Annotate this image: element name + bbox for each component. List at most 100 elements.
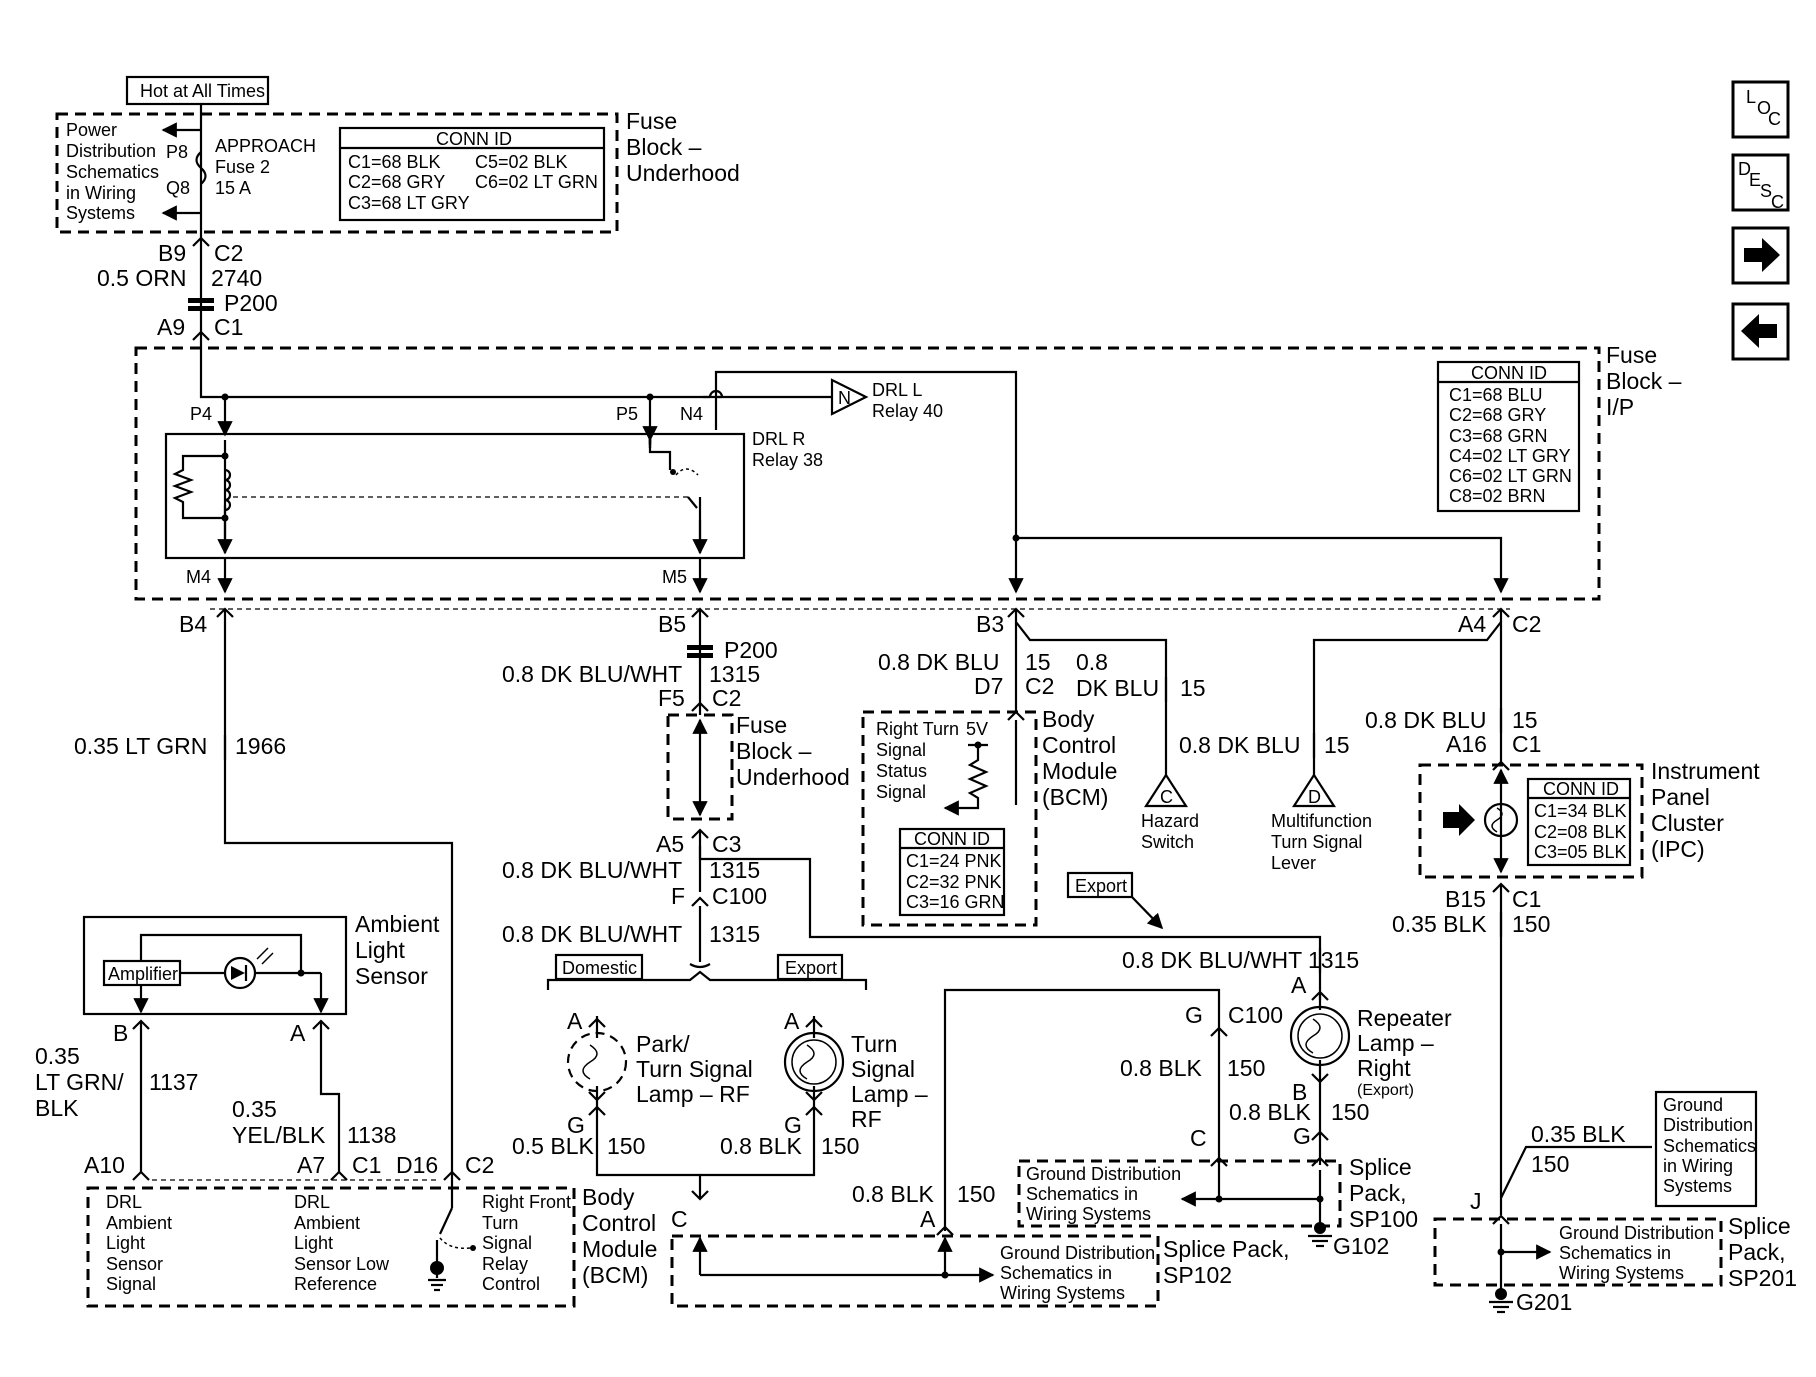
svg-text:C8=02 BRN: C8=02 BRN (1449, 486, 1546, 506)
bcm-bottom: DRL Ambient Light Sensor Signal DRL Ambi… (106, 1184, 657, 1294)
svg-text:0.8 BLK: 0.8 BLK (1229, 1099, 1311, 1125)
svg-text:Light: Light (294, 1233, 333, 1253)
svg-text:C2=68 GRY: C2=68 GRY (1449, 405, 1546, 425)
svg-text:N: N (838, 388, 851, 408)
svg-text:C: C (1190, 1125, 1207, 1151)
svg-text:C2: C2 (465, 1152, 494, 1178)
svg-text:Signal: Signal (876, 740, 926, 760)
svg-text:0.5 ORN: 0.5 ORN (97, 265, 186, 291)
svg-text:in Wiring: in Wiring (1663, 1156, 1733, 1176)
svg-text:in Wiring: in Wiring (66, 183, 136, 203)
svg-text:(Export): (Export) (1357, 1082, 1414, 1099)
svg-text:B5: B5 (658, 611, 686, 637)
svg-text:Ambient: Ambient (355, 911, 440, 937)
bcm-bottom-box (86, 1186, 576, 1308)
svg-text:Systems: Systems (66, 203, 135, 223)
wire-1315-lower: A5 C3 0.8 DK BLU/WHT 1315 F C100 0.8 DK … (502, 828, 1322, 1000)
svg-text:C3=16 GRN: C3=16 GRN (906, 892, 1005, 912)
loc-button[interactable]: L O C (1731, 80, 1790, 139)
svg-text:Instrument: Instrument (1651, 758, 1760, 784)
svg-text:0.8 BLK: 0.8 BLK (852, 1181, 934, 1207)
svg-text:A: A (784, 1008, 800, 1034)
svg-text:B3: B3 (976, 611, 1004, 637)
svg-text:0.8 DK BLU/WHT: 0.8 DK BLU/WHT (502, 857, 682, 883)
svg-text:S: S (1760, 181, 1772, 201)
svg-text:C6=02 LT GRN: C6=02 LT GRN (1449, 466, 1572, 486)
svg-text:G201: G201 (1516, 1289, 1572, 1315)
svg-text:A9: A9 (157, 314, 185, 340)
fuse-block-underhood-label: Fuse Block – Underhood (626, 108, 740, 186)
svg-text:Ground Distribution: Ground Distribution (1559, 1223, 1714, 1243)
export-callout: Export (1066, 871, 1164, 930)
svg-text:150: 150 (1227, 1055, 1265, 1081)
next-page-button[interactable] (1731, 226, 1790, 285)
svg-text:Wiring Systems: Wiring Systems (1559, 1263, 1684, 1283)
svg-text:CONN ID: CONN ID (1543, 779, 1619, 799)
svg-text:Body: Body (582, 1184, 635, 1210)
domestic-label: Domestic (554, 953, 644, 981)
svg-text:Lamp –: Lamp – (851, 1081, 928, 1107)
svg-text:LT GRN/: LT GRN/ (35, 1069, 124, 1095)
svg-text:0.35: 0.35 (35, 1043, 80, 1069)
fuse-block-underhood-2-box (666, 713, 734, 821)
svg-text:C2: C2 (1025, 673, 1054, 699)
svg-text:Right Front: Right Front (482, 1192, 571, 1212)
svg-text:A16: A16 (1446, 731, 1487, 757)
svg-text:Block –: Block – (1606, 368, 1682, 394)
svg-text:2740: 2740 (211, 265, 262, 291)
svg-text:O: O (1757, 98, 1771, 118)
svg-text:Fuse: Fuse (1606, 342, 1657, 368)
svg-text:B: B (1292, 1079, 1307, 1105)
svg-text:Schematics in: Schematics in (1559, 1243, 1671, 1263)
svg-text:1138: 1138 (347, 1122, 396, 1148)
svg-text:DRL R: DRL R (752, 429, 805, 449)
svg-text:Sensor: Sensor (355, 963, 428, 989)
svg-text:Pack,: Pack, (1349, 1180, 1407, 1206)
svg-text:C100: C100 (712, 883, 767, 909)
svg-text:YEL/BLK: YEL/BLK (232, 1122, 326, 1148)
splice-pack-sp102: Ground Distribution Schematics in Wiring… (692, 1236, 1290, 1303)
svg-text:A: A (1291, 972, 1307, 998)
svg-text:Pack,: Pack, (1728, 1239, 1786, 1265)
svg-text:Signal: Signal (482, 1233, 532, 1253)
wire-150-sp102: 0.8 BLK 150 A C (671, 1181, 995, 1236)
svg-text:Signal: Signal (876, 782, 926, 802)
svg-text:150: 150 (607, 1133, 645, 1159)
arrow-left-icon (1741, 314, 1777, 348)
svg-text:DRL L: DRL L (872, 380, 922, 400)
svg-text:Turn: Turn (482, 1213, 518, 1233)
svg-text:C1: C1 (1512, 731, 1541, 757)
svg-text:Turn Signal: Turn Signal (636, 1056, 753, 1082)
conn-id-table-underhood: CONN ID C1=68 BLK C5=02 BLK C2=68 GRY C6… (338, 126, 606, 222)
svg-text:CONN ID: CONN ID (914, 829, 990, 849)
svg-text:Hot at All Times: Hot at All Times (140, 81, 265, 101)
svg-text:RF: RF (851, 1106, 882, 1132)
svg-text:Amplifier: Amplifier (108, 964, 178, 984)
wire-15-to-bcm: B3 0.8 DK BLU 15 0.8 DK BLU 15 D7 C2 (878, 607, 1206, 775)
svg-text:Ground Distribution: Ground Distribution (1026, 1164, 1181, 1184)
svg-text:E: E (1749, 170, 1761, 190)
svg-text:Lamp – RF: Lamp – RF (636, 1081, 750, 1107)
svg-text:Q8: Q8 (166, 178, 190, 198)
svg-text:A: A (920, 1206, 936, 1232)
svg-text:L: L (1746, 87, 1756, 107)
drl-l-relay-40: N DRL L Relay 40 (716, 378, 943, 421)
svg-text:Signal: Signal (106, 1274, 156, 1294)
svg-text:Schematics in: Schematics in (1026, 1184, 1138, 1204)
svg-text:G: G (784, 1112, 802, 1138)
svg-text:C: C (671, 1206, 688, 1232)
svg-text:Control: Control (582, 1210, 656, 1236)
svg-text:D16: D16 (396, 1152, 438, 1178)
svg-text:5V: 5V (966, 719, 988, 739)
svg-text:C1: C1 (1512, 886, 1541, 912)
wires-1137-1138: B A 0.35 LT GRN/ BLK 1137 0.35 YEL/BLK 1… (35, 1019, 494, 1181)
svg-text:N4: N4 (680, 404, 703, 424)
desc-button[interactable]: D E S C (1731, 153, 1790, 212)
svg-text:Right: Right (1357, 1055, 1411, 1081)
prev-page-button[interactable] (1731, 302, 1790, 361)
arrow-right-icon (1744, 238, 1780, 272)
approach-fuse-2: P8 Q8 APPROACH Fuse 2 15 A (161, 104, 316, 232)
svg-text:Splice Pack,: Splice Pack, (1163, 1236, 1290, 1262)
svg-text:C: C (1771, 192, 1784, 212)
svg-text:P200: P200 (724, 637, 778, 663)
